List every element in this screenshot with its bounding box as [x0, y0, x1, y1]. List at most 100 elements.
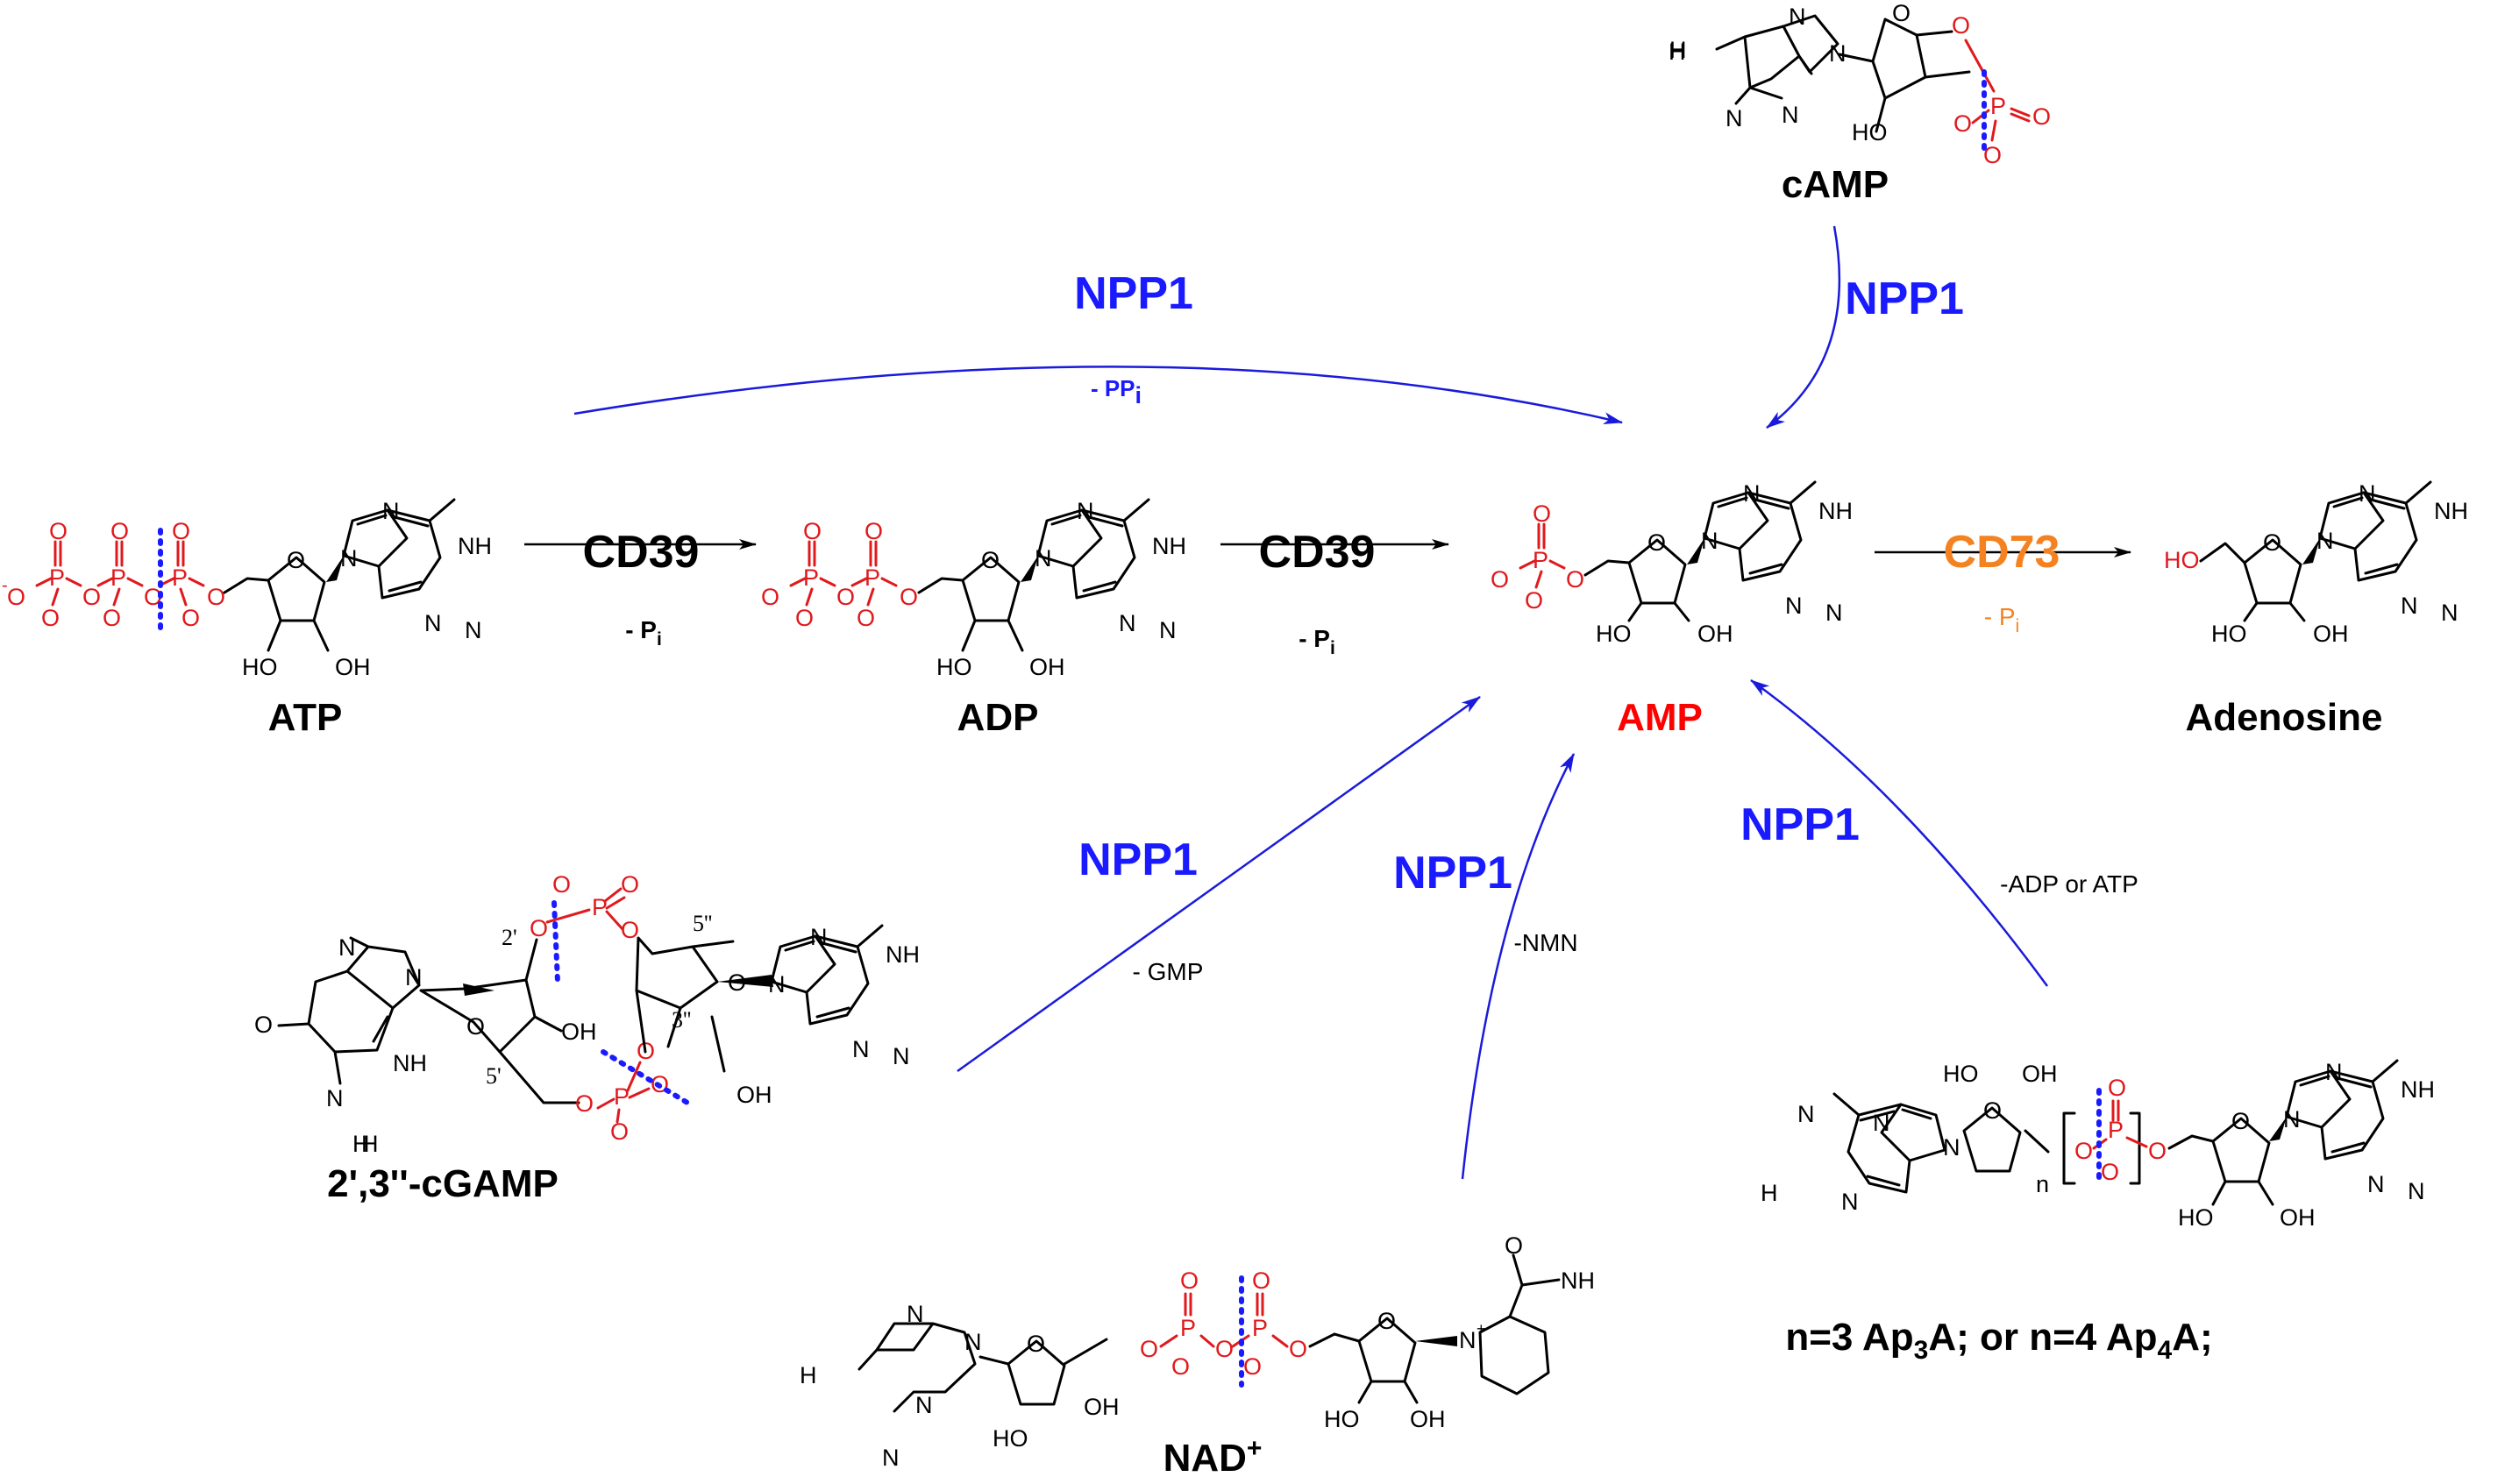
apna-label: n=3 Ap3A; or n=4 Ap4A; [1785, 1316, 2212, 1365]
npp1-label-camp: NPP1 [1845, 273, 1964, 324]
svg-text:O: O [1525, 587, 1543, 614]
svg-text:N: N [882, 1445, 900, 1471]
camp-label: cAMP [1782, 163, 1889, 206]
svg-text:-: - [2, 576, 8, 595]
svg-text:O: O [1289, 1336, 1307, 1362]
svg-text:N: N [1789, 4, 1806, 30]
svg-text:O: O [1215, 1336, 1234, 1362]
svg-text:HO: HO [2211, 621, 2247, 647]
svg-text:O: O [254, 1012, 273, 1038]
svg-text:HO: HO [2164, 547, 2200, 573]
svg-text:O: O [621, 917, 639, 943]
svg-text:N: N [893, 1043, 910, 1069]
svg-text:N: N [964, 1329, 982, 1355]
npp1-label-cgamp: NPP1 [1078, 834, 1198, 885]
svg-text:NH: NH [393, 1050, 427, 1076]
svg-text:O: O [836, 584, 855, 610]
svg-text:P: P [49, 564, 65, 591]
cd73-label: CD73 [1944, 527, 2060, 578]
svg-text:N: N [2367, 1171, 2385, 1197]
adenosine-structure: HO O HO OH N N N N NH Adenosine [2164, 480, 2468, 739]
svg-text:O: O [172, 518, 190, 544]
svg-text:NH: NH [458, 533, 492, 559]
svg-text:O: O [1983, 142, 2002, 168]
svg-text:NH: NH [1818, 498, 1853, 524]
cgamp-label: 2',3''-cGAMP [327, 1162, 559, 1205]
svg-text:N: N [1119, 610, 1136, 636]
svg-text:OH: OH [1084, 1394, 1120, 1420]
atp-structure: O- POO O POO O POO O O HO OH N N N N NH … [2, 498, 492, 739]
svg-text:O: O [7, 584, 25, 610]
svg-text:N: N [915, 1392, 933, 1418]
svg-text:N: N [2359, 480, 2376, 507]
adenosine-label: Adenosine [2186, 696, 2383, 739]
svg-text:P: P [803, 564, 819, 591]
svg-text:O: O [803, 518, 822, 544]
svg-text:O: O [1180, 1267, 1199, 1294]
svg-text:P: P [614, 1083, 630, 1110]
svg-text:OH: OH [736, 1082, 772, 1108]
svg-text:P: P [1252, 1315, 1268, 1341]
svg-text:O: O [1027, 1331, 1045, 1357]
svg-text:HO: HO [1324, 1406, 1360, 1432]
npp1-label-atp: NPP1 [1074, 268, 1193, 319]
svg-text:N: N [2325, 1059, 2343, 1085]
svg-text:H: H [1761, 1180, 1778, 1206]
svg-text:O: O [761, 584, 779, 610]
locant-5doubleprime: 5'' [693, 911, 712, 936]
svg-text:OH: OH [561, 1019, 597, 1045]
svg-text:O: O [530, 915, 548, 941]
svg-text:N: N [1785, 593, 1803, 619]
svg-text:O: O [1252, 1267, 1270, 1294]
svg-text:O: O [287, 547, 305, 573]
svg-text:N: N [1726, 105, 1743, 131]
svg-text:NH: NH [2401, 1076, 2435, 1103]
svg-text:H: H [800, 1362, 817, 1388]
svg-text:O: O [2032, 103, 2051, 130]
svg-text:+: + [1477, 1320, 1486, 1338]
svg-text:O: O [41, 605, 60, 631]
svg-text:O: O [1953, 110, 1972, 137]
svg-text:N: N [1701, 528, 1718, 554]
svg-text:N: N [340, 545, 358, 572]
svg-text:H: H [1669, 37, 1687, 63]
svg-text:O: O [1647, 529, 1666, 556]
svg-text:N: N [1077, 498, 1094, 524]
adp-label: ADP [957, 696, 1039, 739]
cd39-label-2: CD39 [1259, 527, 1376, 578]
byproduct-ppi: - PPi [1091, 375, 1142, 408]
npp1-camp-arrow [1766, 225, 1841, 430]
svg-text:N: N [1035, 545, 1052, 572]
svg-text:O: O [1140, 1336, 1158, 1362]
byproduct-nmn: -NMN [1513, 929, 1577, 956]
svg-text:NH: NH [886, 941, 920, 968]
svg-text:O: O [575, 1090, 594, 1117]
locant-2prime: 2' [502, 925, 517, 950]
svg-text:O: O [865, 518, 883, 544]
svg-text:P: P [1533, 547, 1548, 573]
svg-text:P: P [172, 564, 188, 591]
svg-text:OH: OH [2280, 1204, 2316, 1231]
svg-text:N: N [1743, 480, 1761, 507]
svg-text:N: N [382, 498, 400, 524]
svg-text:NH: NH [1152, 533, 1186, 559]
npp1-label-apna: NPP1 [1740, 799, 1860, 850]
svg-text:HO: HO [242, 654, 278, 680]
svg-text:N: N [768, 971, 786, 998]
svg-text:O: O [144, 584, 162, 610]
cgamp-cleavage-site-2 [601, 1049, 690, 1105]
svg-text:O: O [103, 605, 121, 631]
svg-text:P: P [110, 564, 126, 591]
svg-text:O: O [2108, 1075, 2126, 1101]
svg-text:NH: NH [1561, 1267, 1595, 1294]
svg-text:O: O [1505, 1232, 1523, 1259]
svg-text:N: N [852, 1036, 870, 1062]
svg-text:O: O [82, 584, 101, 610]
svg-text:OH: OH [1697, 621, 1733, 647]
svg-text:OH: OH [335, 654, 371, 680]
svg-text:N: N [1159, 617, 1177, 643]
svg-text:N: N [424, 610, 442, 636]
svg-text:O: O [466, 1013, 485, 1040]
nad-structure: H O HO OH N N N N O P O O O P O O O O HO [800, 1232, 1595, 1480]
